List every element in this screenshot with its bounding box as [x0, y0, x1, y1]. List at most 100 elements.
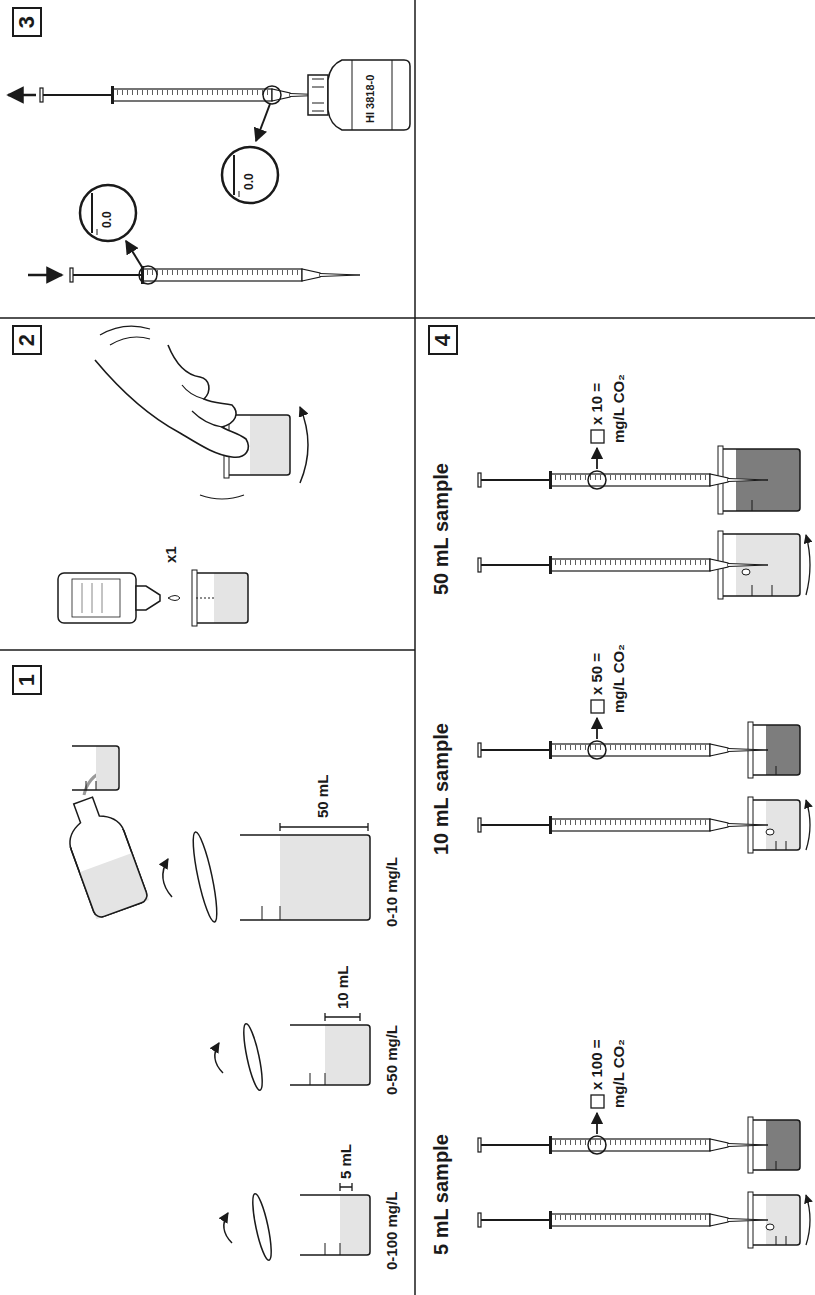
drop-beaker	[192, 570, 248, 626]
drop-count: x1	[162, 546, 179, 563]
illustration-part	[806, 535, 810, 595]
step-header: 50 mL sample	[430, 463, 453, 595]
illustration-part	[325, 1013, 360, 1021]
unit-label: mg/L CO₂	[610, 1039, 627, 1108]
titration-5ml	[478, 1095, 810, 1248]
illustration-part	[591, 700, 604, 713]
illustration-part	[136, 586, 160, 610]
illustration-part	[280, 906, 281, 920]
illustration-part	[249, 1192, 275, 1261]
illustration-part	[139, 266, 157, 284]
illustration-part	[40, 86, 330, 104]
illustration-part	[262, 906, 263, 920]
illustration-part	[126, 241, 142, 267]
illustration-part	[263, 86, 281, 104]
hand-swirling	[95, 326, 308, 499]
beaker-50ml	[163, 823, 370, 923]
illustration-part	[91, 193, 93, 233]
range-label: 0-10 mg/L	[383, 857, 400, 927]
volume-label: 10 mL	[334, 966, 351, 1009]
illustration-part	[596, 718, 598, 739]
step-number: 1	[12, 665, 42, 695]
multiplier-formula: x 10 =	[588, 383, 605, 425]
illustration-part	[102, 583, 103, 613]
step-number-text: 3	[16, 16, 38, 28]
illustration-part	[58, 573, 136, 623]
illustration-part	[300, 1195, 370, 1255]
illustration-part	[182, 385, 222, 427]
illustration-part	[340, 1183, 352, 1191]
unit-label: mg/L CO₂	[610, 374, 627, 443]
beaker-5ml	[224, 1183, 370, 1262]
illustration-part	[70, 266, 360, 284]
bottle-label: HI 3818-0	[364, 75, 377, 123]
illustration-part	[591, 1095, 604, 1108]
titration-10ml	[478, 700, 810, 853]
illustration-part	[82, 583, 83, 613]
step-number: 4	[428, 325, 458, 355]
illustration-part	[392, 60, 393, 130]
illustration-part	[478, 1136, 768, 1154]
illustration-part	[196, 598, 214, 599]
step-header: 5 mL sample	[430, 1134, 453, 1255]
multiplier-formula: x 50 =	[588, 653, 605, 695]
illustration-part	[478, 816, 768, 834]
illustration-part	[215, 1043, 223, 1073]
illustration-part	[588, 471, 606, 489]
illustration-part	[96, 781, 97, 790]
illustration-part	[280, 823, 368, 831]
step-number: 3	[12, 7, 42, 37]
sample-bottle	[57, 791, 149, 919]
illustration-part	[0, 317, 815, 319]
illustration-part	[766, 829, 774, 835]
illustration-part	[92, 583, 93, 613]
illustration-part	[200, 495, 244, 499]
illustration-part	[250, 415, 290, 475]
illustration-part	[100, 326, 150, 345]
illustration-part	[478, 471, 768, 489]
sample-beaker	[72, 746, 119, 790]
illustration-part	[168, 596, 180, 601]
illustration-part	[233, 155, 235, 195]
syringe-reading: 0.0	[243, 173, 257, 190]
illustration-part	[414, 0, 416, 1295]
illustration-part	[280, 835, 370, 920]
illustration-part	[312, 103, 324, 104]
illustration-part	[97, 229, 98, 235]
illustration-part	[240, 1022, 266, 1091]
illustration-part	[214, 573, 248, 623]
illustration-part	[86, 781, 87, 790]
illustration-part	[80, 185, 136, 241]
titration-50ml	[478, 430, 810, 599]
volume-label: 50 mL	[314, 775, 331, 818]
illustration-part	[95, 345, 248, 457]
syringe-reading: 0.0	[101, 211, 115, 228]
illustration-part	[478, 556, 768, 574]
illustration-part	[290, 1025, 370, 1085]
illustration-part	[766, 1224, 774, 1230]
illustration-part	[79, 853, 149, 919]
illustration-part	[196, 573, 248, 623]
illustration-part	[806, 800, 810, 850]
illustration-part	[588, 1136, 606, 1154]
illustration-part	[588, 741, 606, 759]
illustration-part	[325, 1243, 326, 1255]
illustration-part	[591, 430, 604, 443]
illustration-part	[340, 1195, 370, 1255]
illustration-part	[312, 111, 324, 112]
beaker-10ml	[215, 1013, 370, 1092]
dropper-bottle	[58, 573, 180, 623]
illustration-part	[478, 1211, 768, 1229]
illustration-part	[596, 448, 598, 469]
illustration-part	[0, 649, 415, 651]
multiplier-formula: x 100 =	[588, 1040, 605, 1090]
illustration-part	[8, 94, 36, 97]
unit-label: mg/L CO₂	[610, 644, 627, 713]
step-number-text: 2	[16, 334, 38, 346]
illustration-part	[239, 191, 240, 197]
illustration-part	[328, 60, 410, 130]
illustration-part	[352, 60, 353, 130]
syringe-push	[28, 185, 360, 284]
illustration-part	[72, 746, 119, 790]
